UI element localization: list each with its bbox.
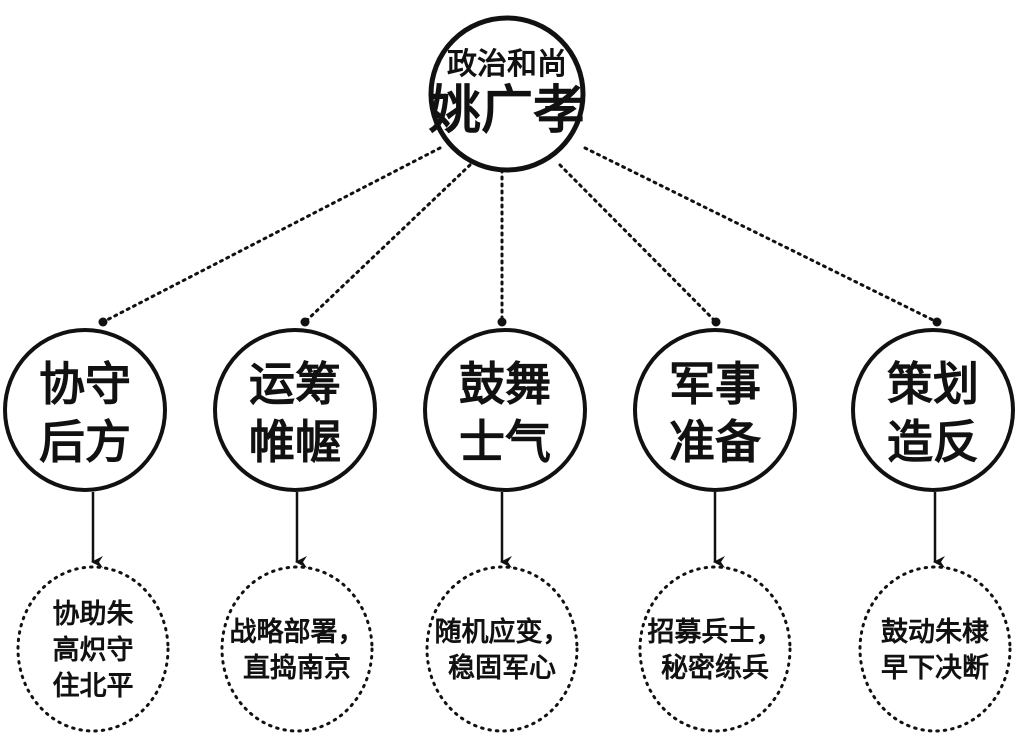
detail-text-line: 协助朱	[53, 599, 135, 630]
detail-dotted-circle	[220, 565, 374, 733]
role-label-line2: 帷幄	[249, 415, 341, 469]
role-label-line1: 军事	[669, 357, 761, 411]
dotted-connector	[303, 163, 472, 324]
detail-text-line: 随机应变，	[435, 616, 570, 648]
root-node: 政治和尚 姚广孝	[428, 15, 586, 173]
dotted-connector	[558, 163, 718, 324]
role-circle	[3, 328, 167, 492]
connector-dot	[711, 317, 721, 327]
role-circle	[633, 328, 797, 492]
role-label-line1: 协守	[39, 357, 131, 411]
root-circle	[428, 15, 586, 173]
detail-text-line: 高炽守	[53, 634, 134, 666]
role-label-line2: 造反	[887, 415, 979, 469]
role-label-line1: 鼓舞	[459, 357, 551, 411]
dotted-connector	[583, 146, 939, 324]
root-subtitle: 政治和尚	[447, 47, 567, 82]
detail-text-line: 稳固军心	[448, 652, 556, 684]
role-circle	[213, 328, 377, 492]
root-title: 姚广孝	[428, 80, 585, 141]
role-label-line2: 士气	[459, 415, 551, 469]
detail-dotted-circle	[638, 565, 792, 733]
detail-text-line: 秘密练兵	[661, 652, 769, 684]
role-circle	[423, 328, 587, 492]
detail-dotted-circle	[425, 565, 579, 733]
connectors	[98, 146, 942, 327]
role-label-line2: 准备	[669, 415, 762, 469]
role-label-line1: 策划	[887, 357, 979, 411]
detail-text-line: 直捣南京	[243, 652, 351, 684]
connector-dot	[300, 317, 310, 327]
role-label-line2: 后方	[39, 415, 131, 469]
detail-text-line: 战略部署，	[230, 616, 365, 648]
detail-text-line: 早下决断	[881, 653, 989, 684]
detail-dotted-circle	[858, 565, 1012, 733]
connector-dot	[497, 317, 507, 327]
connector-dot	[98, 317, 108, 327]
detail-dotted-circle	[16, 565, 170, 733]
role-label-line1: 运筹	[249, 357, 341, 411]
detail-text-line: 鼓动朱棣	[881, 617, 989, 648]
dotted-connector	[101, 146, 442, 324]
connector-dot	[932, 317, 942, 327]
role-circle	[851, 328, 1015, 492]
detail-text-line: 招募兵士，	[648, 617, 783, 648]
detail-text-line: 住北平	[53, 670, 134, 702]
